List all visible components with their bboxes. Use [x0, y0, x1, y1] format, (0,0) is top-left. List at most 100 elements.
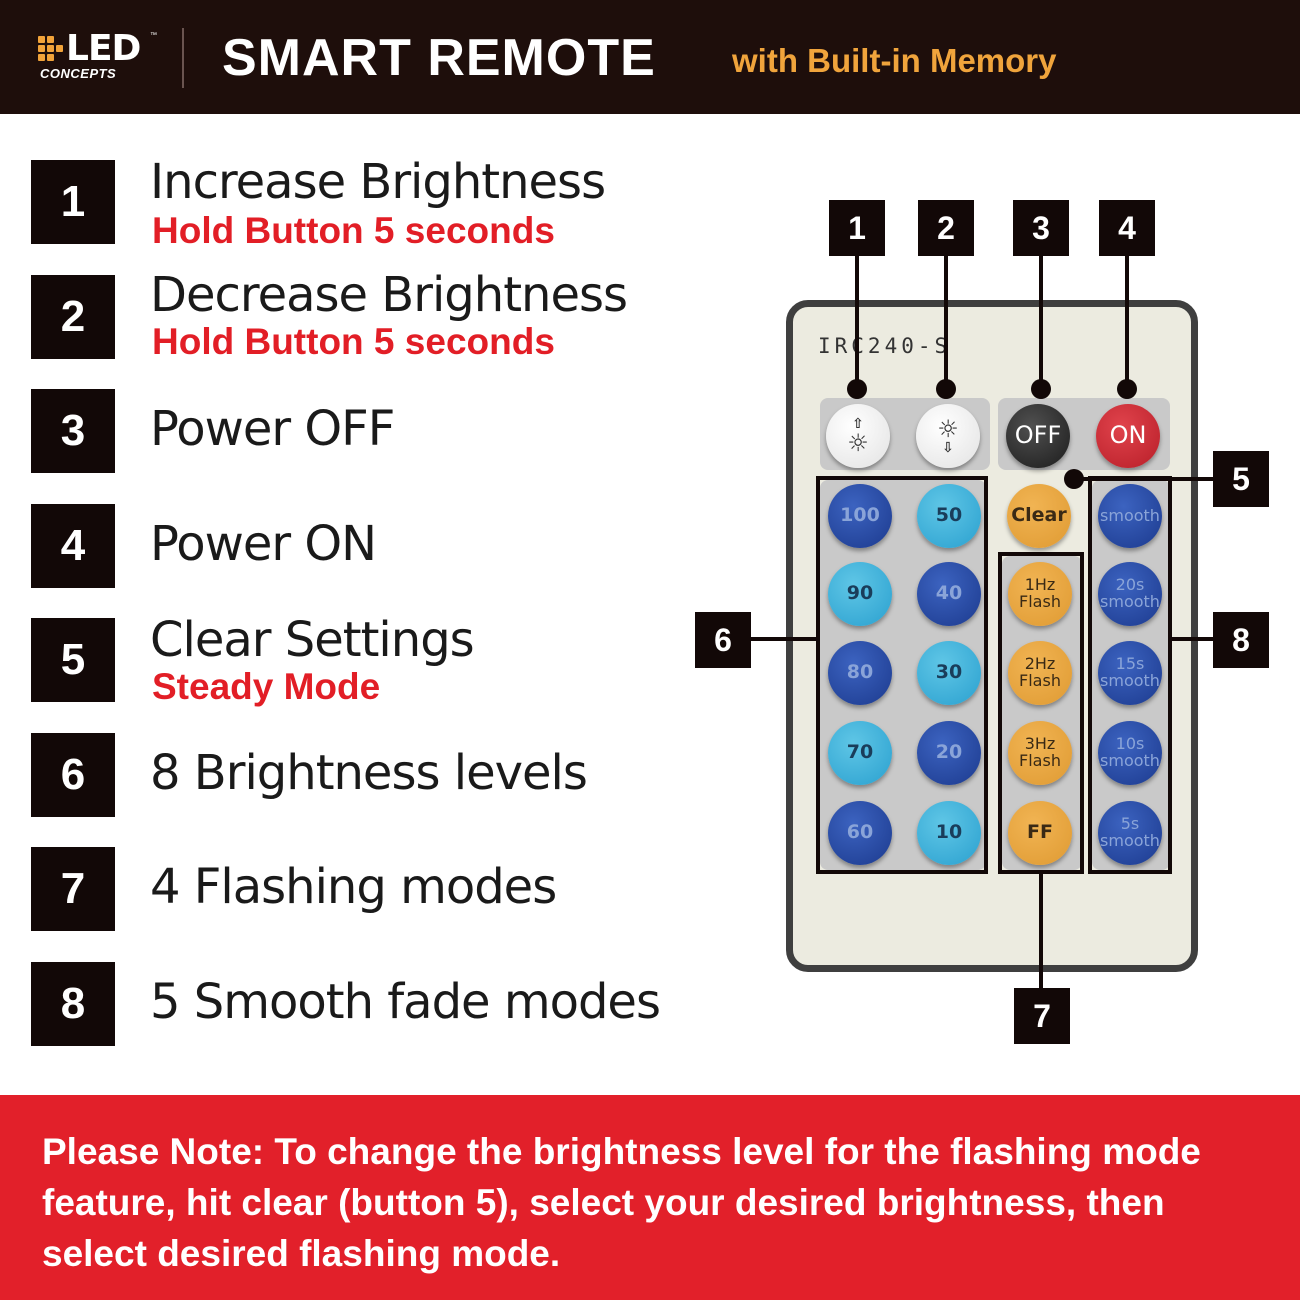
legend-item-2: 2 Decrease Brightness Hold Button 5 seco… — [31, 267, 671, 362]
callout-dot-5 — [1064, 469, 1084, 489]
logo-mark-icon — [38, 36, 63, 61]
clear-button[interactable]: Clear — [1007, 484, 1071, 548]
legend-subtext: Hold Button 5 seconds — [152, 321, 555, 362]
legend-item-1: 1 Increase Brightness Hold Button 5 seco… — [31, 154, 671, 251]
callout-2: 2 — [918, 200, 974, 256]
logo-trademark: ™ — [150, 32, 157, 39]
flash-1hz-button[interactable]: 1Hz Flash — [1008, 562, 1072, 626]
level-button-100[interactable]: 100 — [828, 484, 892, 548]
page-subtitle: with Built-in Memory — [732, 42, 1057, 79]
callout-line-5 — [1074, 477, 1214, 481]
flash-3hz-button[interactable]: 3Hz Flash — [1008, 721, 1072, 785]
button-label: Flash — [1019, 592, 1061, 611]
legend-number: 2 — [31, 275, 115, 359]
power-on-button[interactable]: ON — [1096, 404, 1160, 468]
legend-text: Increase Brightness — [150, 154, 606, 210]
button-label: 5s — [1120, 814, 1140, 834]
legend-text: Clear Settings — [150, 612, 475, 668]
legend-item-8: 8 5 Smooth fade modes — [31, 962, 671, 1048]
legend-item-3: 3 Power OFF — [31, 389, 671, 475]
callout-line-7 — [1039, 872, 1043, 988]
smooth-15s-button[interactable]: 15s smooth — [1098, 641, 1162, 705]
callout-dot-2 — [936, 379, 956, 399]
legend-number: 8 — [31, 962, 115, 1046]
callout-line-3 — [1039, 255, 1043, 389]
header-bar: LED ™ CONCEPTS SMART REMOTE with Built-i… — [0, 0, 1300, 114]
legend-text: Power ON — [150, 516, 377, 572]
legend-item-4: 4 Power ON — [31, 504, 671, 590]
callout-line-6 — [750, 637, 818, 641]
callout-line-4 — [1125, 255, 1129, 389]
note-text: Please Note: To change the brightness le… — [42, 1131, 1201, 1274]
legend-text: 5 Smooth fade modes — [150, 974, 661, 1030]
smooth-20s-button[interactable]: 20s smooth — [1098, 562, 1162, 626]
button-label: 10s — [1115, 734, 1145, 754]
legend-number: 1 — [31, 160, 115, 244]
button-label: smooth — [1100, 505, 1160, 525]
callout-1: 1 — [829, 200, 885, 256]
legend-number: 6 — [31, 733, 115, 817]
smooth-5s-button[interactable]: 5s smooth — [1098, 801, 1162, 865]
level-button-40[interactable]: 40 — [917, 562, 981, 626]
legend-item-6: 6 8 Brightness levels — [31, 733, 671, 819]
callout-6: 6 — [695, 612, 751, 668]
legend-number: 7 — [31, 847, 115, 931]
level-button-80[interactable]: 80 — [828, 641, 892, 705]
callout-dot-3 — [1031, 379, 1051, 399]
smooth-button[interactable]: smooth — [1098, 484, 1162, 548]
callout-4: 4 — [1099, 200, 1155, 256]
remote-model-label: IRC240-S — [818, 334, 952, 358]
brightness-down-button[interactable]: ☼ ⇩ — [916, 404, 980, 468]
power-off-button[interactable]: OFF — [1006, 404, 1070, 468]
button-label: smooth — [1100, 671, 1160, 690]
level-button-50[interactable]: 50 — [917, 484, 981, 548]
button-label: smooth — [1100, 592, 1160, 611]
callout-5: 5 — [1213, 451, 1269, 507]
arrow-up-icon: ⇧ — [852, 416, 864, 432]
callout-3: 3 — [1013, 200, 1069, 256]
level-button-90[interactable]: 90 — [828, 562, 892, 626]
legend-number: 3 — [31, 389, 115, 473]
button-label: 15s — [1115, 654, 1145, 674]
legend-text: 8 Brightness levels — [150, 745, 588, 801]
button-label: 20s — [1115, 575, 1145, 595]
button-label: Flash — [1019, 671, 1061, 690]
level-button-10[interactable]: 10 — [917, 801, 981, 865]
sun-icon: ☼ — [937, 415, 959, 443]
legend-text: Power OFF — [150, 401, 395, 457]
ff-button[interactable]: FF — [1008, 801, 1072, 865]
level-button-60[interactable]: 60 — [828, 801, 892, 865]
logo-subtext: CONCEPTS — [40, 66, 117, 81]
button-label: Flash — [1019, 751, 1061, 770]
legend-text: Decrease Brightness — [150, 267, 628, 323]
logo-text: LED — [66, 28, 141, 69]
brightness-up-button[interactable]: ⇧ ☼ — [826, 404, 890, 468]
arrow-down-icon: ⇩ — [942, 440, 954, 456]
button-label: 3Hz — [1024, 734, 1056, 754]
callout-dot-1 — [847, 379, 867, 399]
callout-line-8 — [1170, 637, 1214, 641]
smooth-10s-button[interactable]: 10s smooth — [1098, 721, 1162, 785]
button-label: 1Hz — [1024, 575, 1056, 595]
brand-logo: LED ™ CONCEPTS — [38, 28, 160, 82]
callout-7: 7 — [1014, 988, 1070, 1044]
callout-line-2 — [944, 255, 948, 389]
button-label: smooth — [1100, 831, 1160, 850]
page-title: SMART REMOTE — [222, 29, 656, 87]
legend-text: 4 Flashing modes — [150, 859, 557, 915]
callout-8: 8 — [1213, 612, 1269, 668]
callout-line-1 — [855, 255, 859, 389]
level-button-20[interactable]: 20 — [917, 721, 981, 785]
legend-number: 5 — [31, 618, 115, 702]
group-6-outline — [816, 476, 988, 874]
level-button-70[interactable]: 70 — [828, 721, 892, 785]
flash-2hz-button[interactable]: 2Hz Flash — [1008, 641, 1072, 705]
callout-dot-4 — [1117, 379, 1137, 399]
legend-number: 4 — [31, 504, 115, 588]
legend-subtext: Steady Mode — [152, 666, 381, 707]
note-banner — [0, 1095, 1300, 1300]
button-label: smooth — [1100, 751, 1160, 770]
button-label: 2Hz — [1024, 654, 1056, 674]
level-button-30[interactable]: 30 — [917, 641, 981, 705]
legend-subtext: Hold Button 5 seconds — [152, 210, 555, 251]
